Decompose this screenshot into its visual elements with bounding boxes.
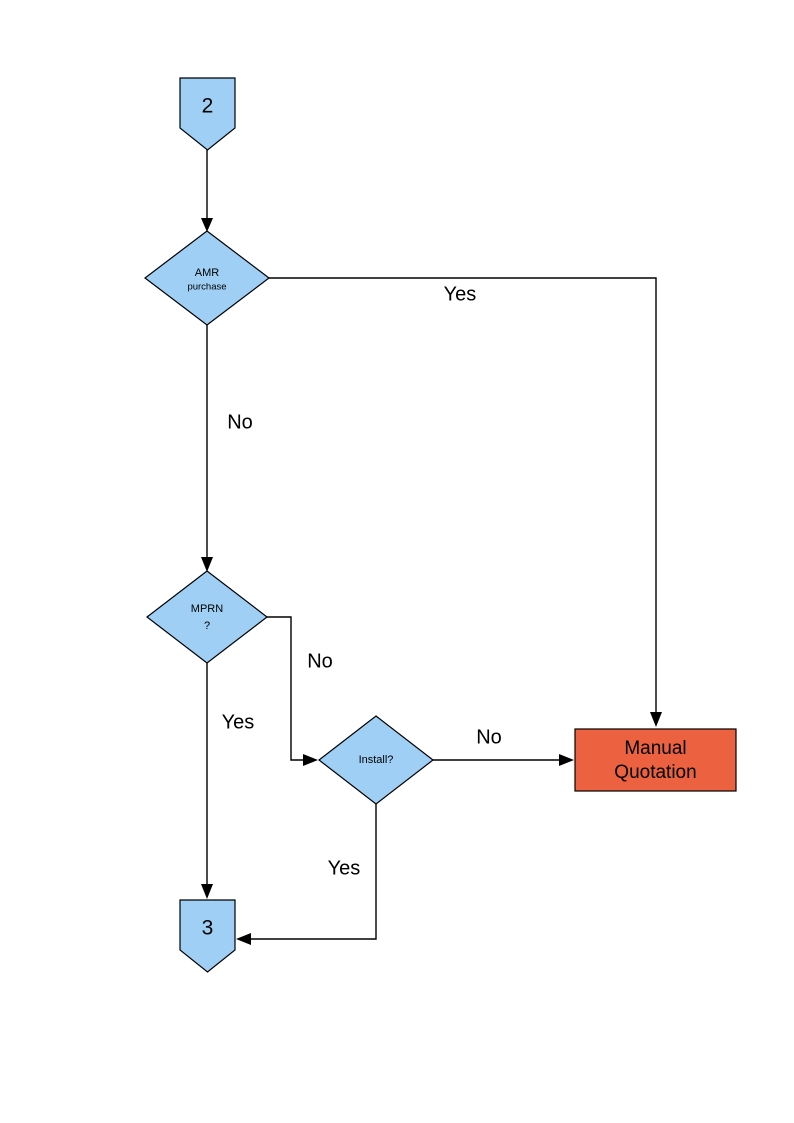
amr-purchase-diamond[interactable] <box>144 230 270 326</box>
mprn-diamond[interactable] <box>146 570 268 664</box>
manual-quotation-label-line1: Manual <box>624 738 686 759</box>
manual-quotation-label-line2: Quotation <box>614 762 696 783</box>
end-connector-label: 3 <box>202 917 214 940</box>
end-connector-shape[interactable] <box>179 899 236 973</box>
arrowhead-install-yes <box>236 933 251 945</box>
node-manual-quotation[interactable]: Manual Quotation <box>574 728 737 792</box>
amr-purchase-label-line1: AMR <box>195 267 220 279</box>
manual-quotation-box[interactable] <box>574 728 737 792</box>
node-amr-purchase[interactable]: AMR purchase <box>144 230 270 326</box>
mprn-label-line2: ? <box>204 620 210 632</box>
edge-install-no: No <box>433 726 574 766</box>
arrowhead-amr-yes <box>650 712 662 727</box>
edge-amr-yes: Yes <box>269 277 662 727</box>
node-start-2[interactable]: 2 <box>179 77 236 151</box>
edge-label-install-no: No <box>476 726 502 748</box>
node-install[interactable]: Install? <box>318 715 434 805</box>
arrowhead-install-no <box>559 754 574 766</box>
arrowhead-start-to-amr <box>201 218 213 232</box>
edge-label-amr-no: No <box>227 411 253 433</box>
arrowhead-amr-no <box>201 557 213 572</box>
edge-label-install-yes: Yes <box>328 857 361 879</box>
edge-label-mprn-yes: Yes <box>222 711 255 733</box>
edge-line-mprn-no <box>267 616 308 761</box>
install-label: Install? <box>359 754 394 766</box>
start-connector-label: 2 <box>202 95 214 118</box>
edge-line-install-yes <box>246 804 377 940</box>
edge-start-to-amr <box>201 150 213 232</box>
amr-purchase-label-line2: purchase <box>187 282 226 293</box>
install-diamond[interactable] <box>318 715 434 805</box>
edge-label-mprn-no: No <box>307 650 333 672</box>
node-end-3[interactable]: 3 <box>179 899 236 973</box>
arrowhead-mprn-no <box>303 754 318 766</box>
arrowhead-mprn-yes <box>201 884 213 899</box>
edge-mprn-yes: Yes <box>201 663 254 899</box>
edge-label-amr-yes: Yes <box>444 283 477 305</box>
edge-mprn-no: No <box>267 616 333 766</box>
edge-line-amr-yes <box>269 277 657 716</box>
node-mprn[interactable]: MPRN ? <box>146 570 268 664</box>
edge-install-yes: Yes <box>236 804 377 945</box>
edge-amr-no: No <box>201 325 253 572</box>
start-connector-shape[interactable] <box>179 77 236 151</box>
mprn-label-line1: MPRN <box>191 603 223 615</box>
